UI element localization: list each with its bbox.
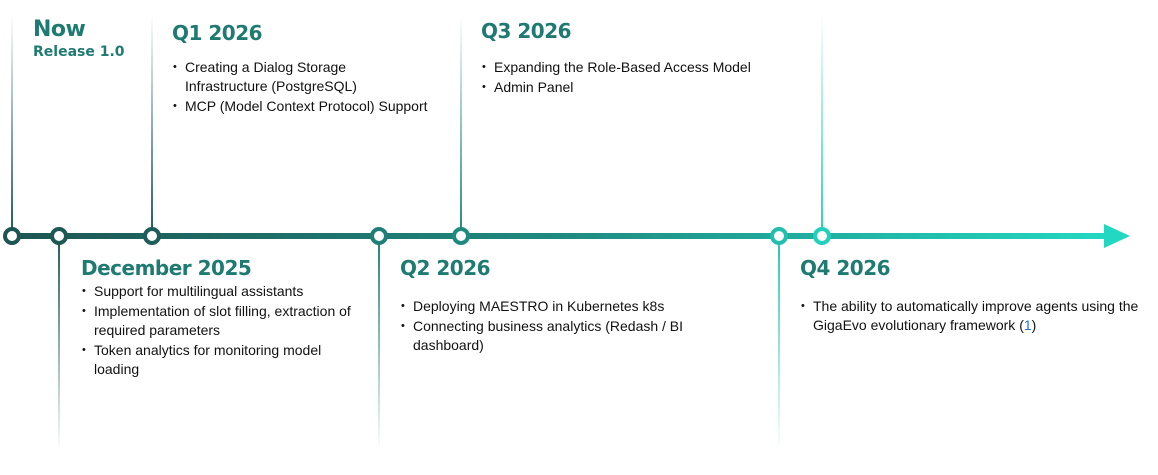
milestone-q2: Q2 2026 Deploying MAESTRO in Kubernetes … bbox=[400, 256, 730, 356]
milestone-q3: Q3 2026 Expanding the Role-Based Access … bbox=[481, 19, 801, 98]
node-q3 bbox=[452, 227, 470, 245]
milestone-subtitle: Release 1.0 bbox=[33, 44, 125, 60]
reference-link[interactable]: 1 bbox=[1023, 317, 1032, 333]
timeline-arrowhead bbox=[1104, 224, 1130, 248]
node-now bbox=[3, 227, 21, 245]
list-item: MCP (Model Context Protocol) Support bbox=[172, 97, 475, 116]
list-item: Connecting business analytics (Redash / … bbox=[400, 317, 730, 355]
milestone-q1: Q1 2026 Creating a Dialog Storage Infras… bbox=[172, 21, 462, 117]
milestone-title: Now bbox=[33, 17, 86, 42]
milestone-title: December 2025 bbox=[81, 256, 252, 280]
milestone-title: Q2 2026 bbox=[400, 256, 491, 280]
list-item: Expanding the Role-Based Access Model bbox=[481, 58, 801, 77]
node-q2 bbox=[370, 227, 388, 245]
node-dec2025 bbox=[50, 227, 68, 245]
milestone-title: Q1 2026 bbox=[172, 21, 263, 45]
connector-now bbox=[11, 15, 13, 236]
connector-q3 bbox=[460, 15, 462, 236]
list-item: Creating a Dialog Storage Infrastructure… bbox=[172, 58, 372, 96]
milestone-dec2025: December 2025 Support for multilingual a… bbox=[81, 256, 351, 380]
connector-q2 bbox=[378, 236, 380, 451]
milestone-q4: Q4 2026 The ability to automatically imp… bbox=[800, 256, 1150, 336]
list-item: The ability to automatically improve age… bbox=[800, 297, 1150, 335]
connector-q4-down bbox=[778, 236, 780, 451]
node-q4-b bbox=[813, 227, 831, 245]
milestone-title: Q3 2026 bbox=[481, 19, 572, 43]
list-item-text-end: ) bbox=[1031, 317, 1037, 333]
milestone-title: Q4 2026 bbox=[800, 256, 891, 280]
list-item: Deploying MAESTRO in Kubernetes k8s bbox=[400, 297, 730, 316]
connector-dec2025 bbox=[58, 236, 60, 451]
milestone-now: Now Release 1.0 bbox=[33, 17, 125, 60]
node-q1 bbox=[143, 227, 161, 245]
list-item: Admin Panel bbox=[481, 78, 801, 97]
connector-q1 bbox=[151, 15, 153, 236]
list-item-text: The ability to automatically improve age… bbox=[813, 298, 1139, 333]
connector-q4 bbox=[821, 15, 823, 236]
list-item: Support for multilingual assistants bbox=[81, 282, 351, 301]
node-q4-a bbox=[770, 227, 788, 245]
list-item: Implementation of slot filling, extracti… bbox=[81, 302, 351, 340]
timeline-axis bbox=[10, 233, 1105, 239]
list-item: Token analytics for monitoring model loa… bbox=[81, 341, 351, 379]
